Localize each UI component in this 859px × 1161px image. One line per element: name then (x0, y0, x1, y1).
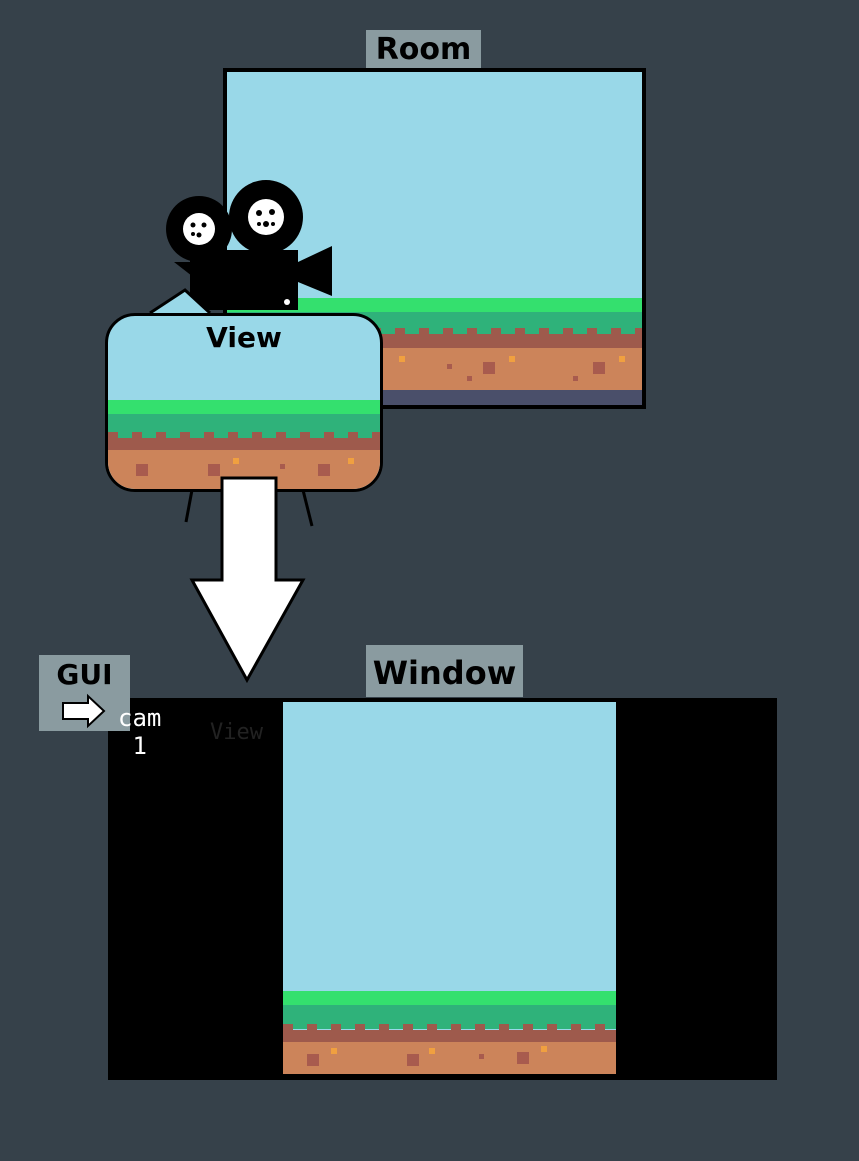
window-terrain (283, 991, 616, 1074)
view-label: View (206, 321, 282, 354)
window-view (283, 702, 616, 1074)
arrow-down-icon (189, 476, 306, 684)
room-label: Room (366, 30, 481, 70)
view-bubble: View (105, 313, 383, 492)
camera-id-text: cam 1 (118, 704, 162, 760)
window-label: Window (366, 645, 523, 697)
view-terrain (108, 400, 380, 489)
gui-label: GUI (39, 655, 130, 731)
view-ghost-text: View (210, 720, 263, 745)
